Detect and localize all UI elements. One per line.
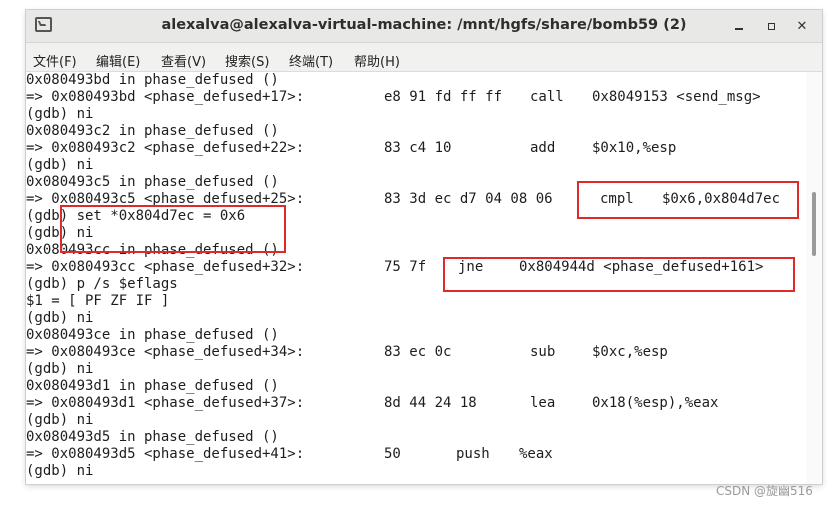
- line-text: => 0x080493bd <phase_defused+17>:: [26, 89, 305, 105]
- highlight-jne-instruction: [443, 257, 795, 292]
- instruction-operands: $0xc,%esp: [592, 344, 668, 360]
- line-text: (gdb) ni: [26, 310, 94, 326]
- scrollbar-thumb[interactable]: [812, 192, 816, 256]
- minimize-button[interactable]: [728, 15, 750, 37]
- instruction-bytes: 50: [384, 446, 401, 462]
- highlight-set-command: [60, 205, 286, 253]
- menu-search[interactable]: 搜索(S): [225, 55, 270, 70]
- close-button[interactable]: ✕: [791, 15, 813, 37]
- line-text: 0x080493d5 in phase_defused (): [26, 429, 279, 445]
- line-text: 0x080493cc in phase_defused (): [26, 242, 279, 258]
- instruction-mnemonic: sub: [530, 344, 556, 360]
- terminal-window: alexalva@alexalva-virtual-machine: /mnt/…: [26, 10, 822, 484]
- instruction-mnemonic: push: [456, 446, 490, 462]
- instruction-operands: $0x10,%esp: [592, 140, 677, 156]
- line-text: (gdb) ni: [26, 225, 94, 241]
- instruction-bytes: 83 3d ec d7 04 08 06: [384, 191, 553, 207]
- window-title: alexalva@alexalva-virtual-machine: /mnt/…: [161, 17, 687, 33]
- line-text: (gdb) ni: [26, 106, 94, 122]
- instruction-mnemonic: lea: [530, 395, 556, 411]
- instruction-operands: 0x804944d <phase_defused+161>: [519, 259, 764, 275]
- menu-edit[interactable]: 编辑(E): [96, 55, 141, 70]
- line-text: 0x080493ce in phase_defused (): [26, 327, 279, 343]
- menu-bar: 文件(F) 编辑(E) 查看(V) 搜索(S) 终端(T) 帮助(H): [26, 43, 822, 72]
- instruction-operands: 0x8049153 <send_msg>: [592, 89, 761, 105]
- line-text: 0x080493c2 in phase_defused (): [26, 123, 279, 139]
- line-text: => 0x080493cc <phase_defused+32>:: [26, 259, 305, 275]
- scrollbar[interactable]: [806, 72, 822, 484]
- terminal-icon: [35, 17, 52, 32]
- menu-view[interactable]: 查看(V): [161, 55, 207, 70]
- menu-help[interactable]: 帮助(H): [354, 55, 400, 70]
- terminal-output[interactable]: 0x080493bd in phase_defused ()=> 0x08049…: [26, 72, 806, 484]
- instruction-bytes: 8d 44 24 18: [384, 395, 477, 411]
- line-text: 0x080493d1 in phase_defused (): [26, 378, 279, 394]
- line-text: 0x080493bd in phase_defused (): [26, 72, 279, 88]
- instruction-bytes: 83 ec 0c: [384, 344, 452, 360]
- menu-terminal[interactable]: 终端(T): [289, 55, 334, 70]
- instruction-bytes: e8 91 fd ff ff: [384, 89, 503, 105]
- line-text: (gdb) p /s $eflags: [26, 276, 178, 292]
- line-text: (gdb) set *0x804d7ec = 0x6: [26, 208, 246, 224]
- title-bar[interactable]: alexalva@alexalva-virtual-machine: /mnt/…: [26, 10, 822, 43]
- maximize-button[interactable]: [760, 15, 782, 37]
- close-icon: ✕: [796, 18, 808, 34]
- line-text: => 0x080493d1 <phase_defused+37>:: [26, 395, 305, 411]
- highlight-cmpl-instruction: [577, 181, 799, 219]
- maximize-icon: [767, 22, 775, 30]
- instruction-mnemonic: call: [530, 89, 564, 105]
- line-text: (gdb) ni: [26, 157, 94, 173]
- line-text: => 0x080493ce <phase_defused+34>:: [26, 344, 305, 360]
- instruction-mnemonic: cmpl: [600, 191, 634, 207]
- instruction-operands: $0x6,0x804d7ec: [662, 191, 781, 207]
- line-text: 0x080493c5 in phase_defused (): [26, 174, 279, 190]
- line-text: => 0x080493c2 <phase_defused+22>:: [26, 140, 305, 156]
- instruction-operands: %eax: [519, 446, 553, 462]
- line-text: (gdb) ni: [26, 463, 94, 479]
- line-text: => 0x080493c5 <phase_defused+25>:: [26, 191, 305, 207]
- minimize-icon: [735, 28, 743, 30]
- instruction-bytes: 83 c4 10: [384, 140, 452, 156]
- line-text: $1 = [ PF ZF IF ]: [26, 293, 170, 309]
- instruction-mnemonic: jne: [458, 259, 484, 275]
- instruction-mnemonic: add: [530, 140, 556, 156]
- watermark: CSDN @旋幽516: [716, 484, 813, 498]
- instruction-bytes: 75 7f: [384, 259, 427, 275]
- line-text: => 0x080493d5 <phase_defused+41>:: [26, 446, 305, 462]
- line-text: (gdb) ni: [26, 412, 94, 428]
- line-text: (gdb) ni: [26, 361, 94, 377]
- instruction-operands: 0x18(%esp),%eax: [592, 395, 719, 411]
- menu-file[interactable]: 文件(F): [33, 55, 77, 70]
